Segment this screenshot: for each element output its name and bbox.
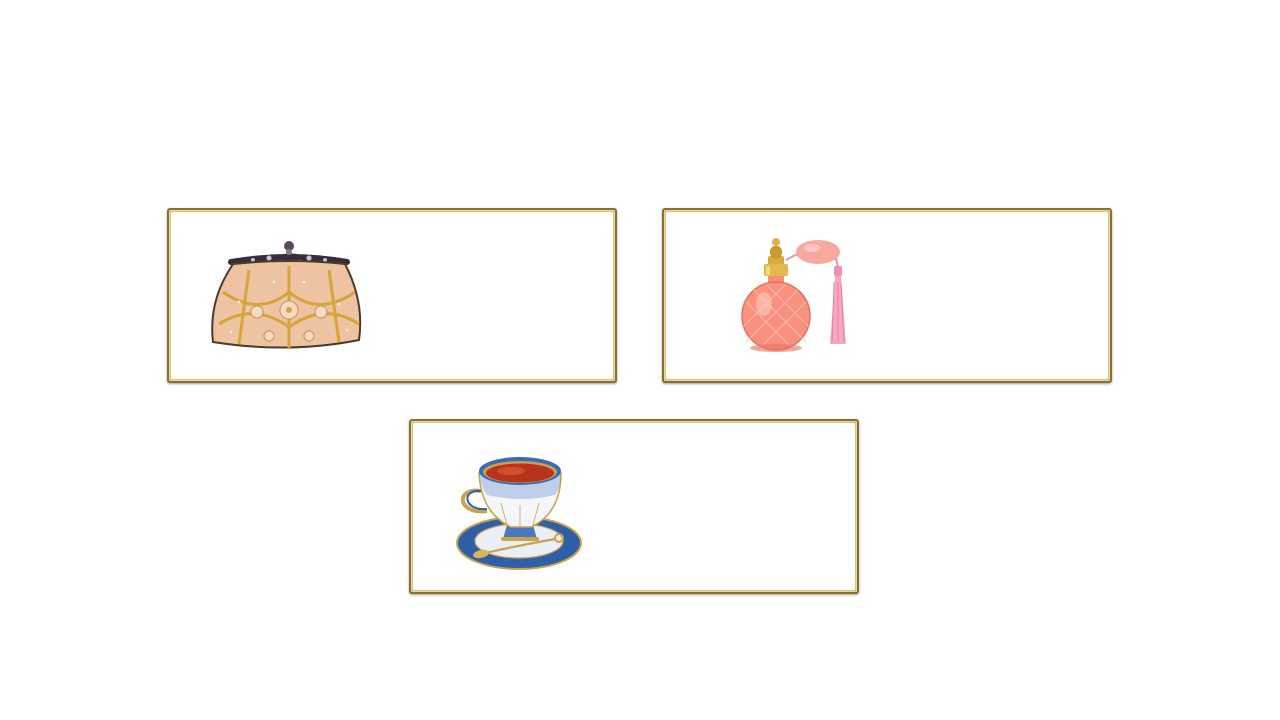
beaded-handbag-image [211,241,362,349]
perfume-bottle-image [741,238,846,352]
teacup-and-saucer-image [456,457,582,570]
teacup-card [409,419,859,594]
handbag-card [167,208,617,383]
perfume-card [662,208,1112,383]
